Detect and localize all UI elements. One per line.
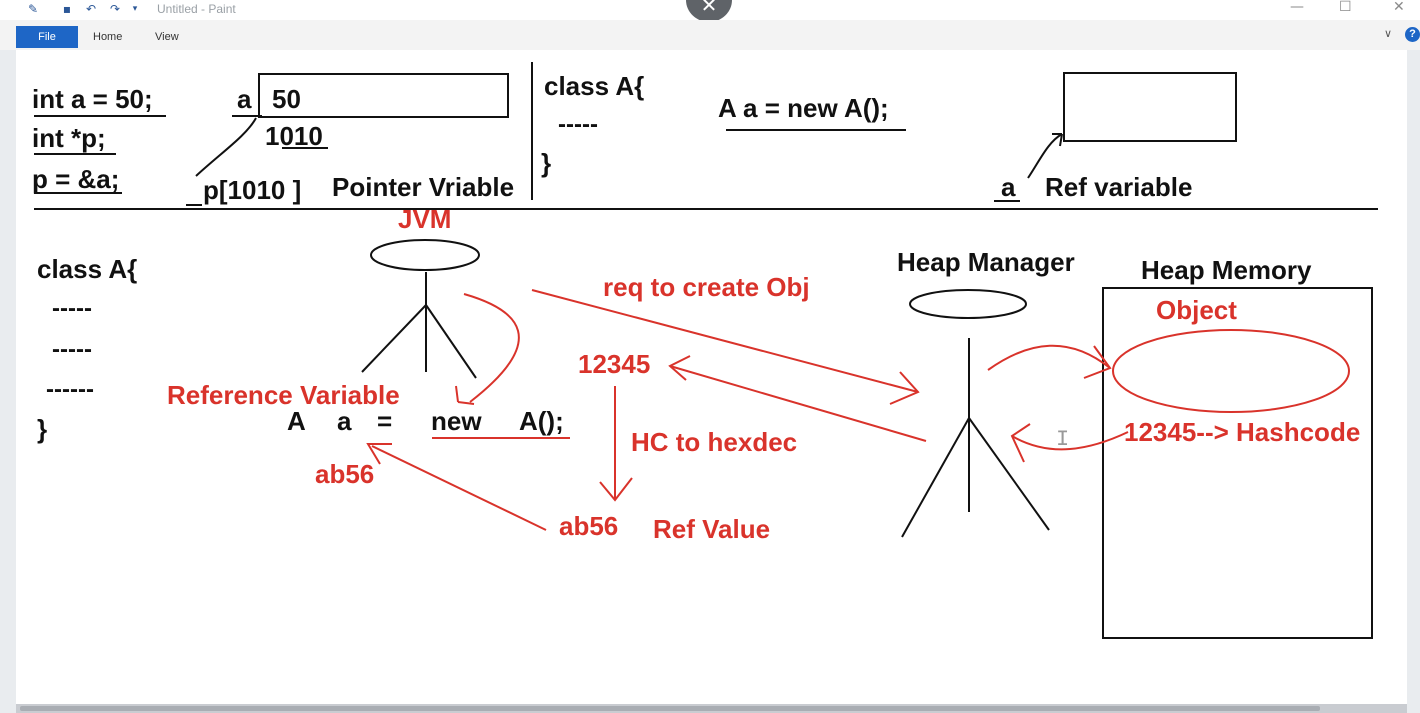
text-cursor-icon: I — [1056, 427, 1069, 452]
collapse-ribbon-icon[interactable]: ∨ — [1384, 27, 1393, 40]
req-arrow — [531, 289, 919, 393]
ref-value-arrow — [371, 445, 547, 531]
stmt-new: new — [431, 406, 482, 436]
window-title: Untitled - Paint — [157, 2, 236, 16]
stmt-type-a: A — [287, 406, 306, 436]
redo-icon[interactable]: ↷ — [109, 2, 121, 16]
ref-variable-label: Ref variable — [1045, 172, 1193, 202]
ribbon: File Home View ∨ ? — [0, 20, 1420, 51]
pointer-arrow — [195, 117, 257, 177]
heap-memory-box — [1102, 287, 1373, 639]
vertical-scrollbar[interactable] — [1407, 50, 1420, 713]
create-object-arrow — [987, 344, 1111, 371]
overlay-close-button[interactable]: ✕ — [686, 0, 732, 22]
c-decl-int-p: int *p; — [32, 123, 106, 153]
ab56-bottom: ab56 — [559, 511, 619, 541]
tab-view[interactable]: View — [155, 31, 179, 43]
class-a-body-2: ----- — [52, 336, 92, 363]
memory-box-a — [258, 73, 509, 118]
help-icon[interactable]: ? — [1405, 27, 1420, 42]
undo-icon[interactable]: ↶ — [85, 2, 97, 16]
class-a-body-1: ----- — [52, 295, 92, 322]
tab-file[interactable]: File — [16, 26, 78, 48]
stmt-constructor: A(); — [519, 406, 564, 436]
c-decl-int-a: int a = 50; — [32, 84, 153, 114]
pointer-p: p[1010 ] — [203, 175, 302, 205]
heap-memory-label: Heap Memory — [1141, 255, 1312, 285]
tab-home[interactable]: Home — [93, 31, 123, 43]
hashcode-to-manager-arrow — [1011, 431, 1129, 451]
heap-manager-head — [909, 289, 1027, 319]
java-decl: A a = new A(); — [718, 93, 889, 123]
save-icon[interactable]: ▪ — [62, 2, 72, 16]
ref-a: a — [1001, 172, 1016, 202]
stmt-equals: = — [377, 406, 393, 436]
horizontal-scrollbar-thumb[interactable] — [20, 706, 1320, 711]
object-ellipse — [1112, 329, 1350, 413]
c-decl-p-assign: p = &a; — [32, 164, 120, 194]
class-a-open: class A{ — [37, 254, 138, 284]
class-a-body-top: ----- — [558, 111, 598, 138]
ref-arrow — [1027, 133, 1063, 179]
pointer-variable-label: Pointer Vriable — [332, 172, 515, 202]
minimize-icon[interactable]: — — [1290, 0, 1304, 15]
object-label: Object — [1156, 295, 1237, 325]
paint-app-icon: ✎ — [27, 2, 39, 16]
stmt-var-a: a — [337, 406, 352, 436]
box-a-value: 50 — [272, 84, 301, 114]
var-a-label: a — [237, 84, 252, 114]
jvm-head — [370, 239, 480, 271]
class-a-close-top: } — [541, 148, 552, 178]
jvm-label: JVM — [398, 204, 452, 234]
window-close-icon[interactable]: ✕ — [1393, 0, 1405, 15]
req-to-create-obj-label: req to create Obj — [603, 272, 810, 302]
object-box-top — [1063, 72, 1237, 142]
address-1010: 1010 — [265, 121, 323, 151]
ref-value-label: Ref Value — [653, 514, 771, 544]
hashcode-label: 12345--> Hashcode — [1124, 417, 1361, 447]
reference-variable-label: Reference Variable — [167, 380, 400, 410]
class-a-body-3: ------ — [46, 376, 94, 403]
hashcode-return-arrow — [669, 365, 927, 442]
ab56-left: ab56 — [315, 459, 375, 489]
heap-manager-label: Heap Manager — [897, 247, 1075, 277]
class-a-close: } — [37, 414, 48, 444]
hashcode-number: 12345 — [578, 349, 651, 379]
maximize-icon[interactable]: ☐ — [1339, 0, 1352, 15]
hc-to-hexdec-label: HC to hexdec — [631, 427, 798, 457]
left-gutter — [0, 50, 16, 713]
quick-access-dropdown-icon[interactable]: ▾ — [132, 4, 138, 14]
class-a-open-top: class A{ — [544, 71, 645, 101]
